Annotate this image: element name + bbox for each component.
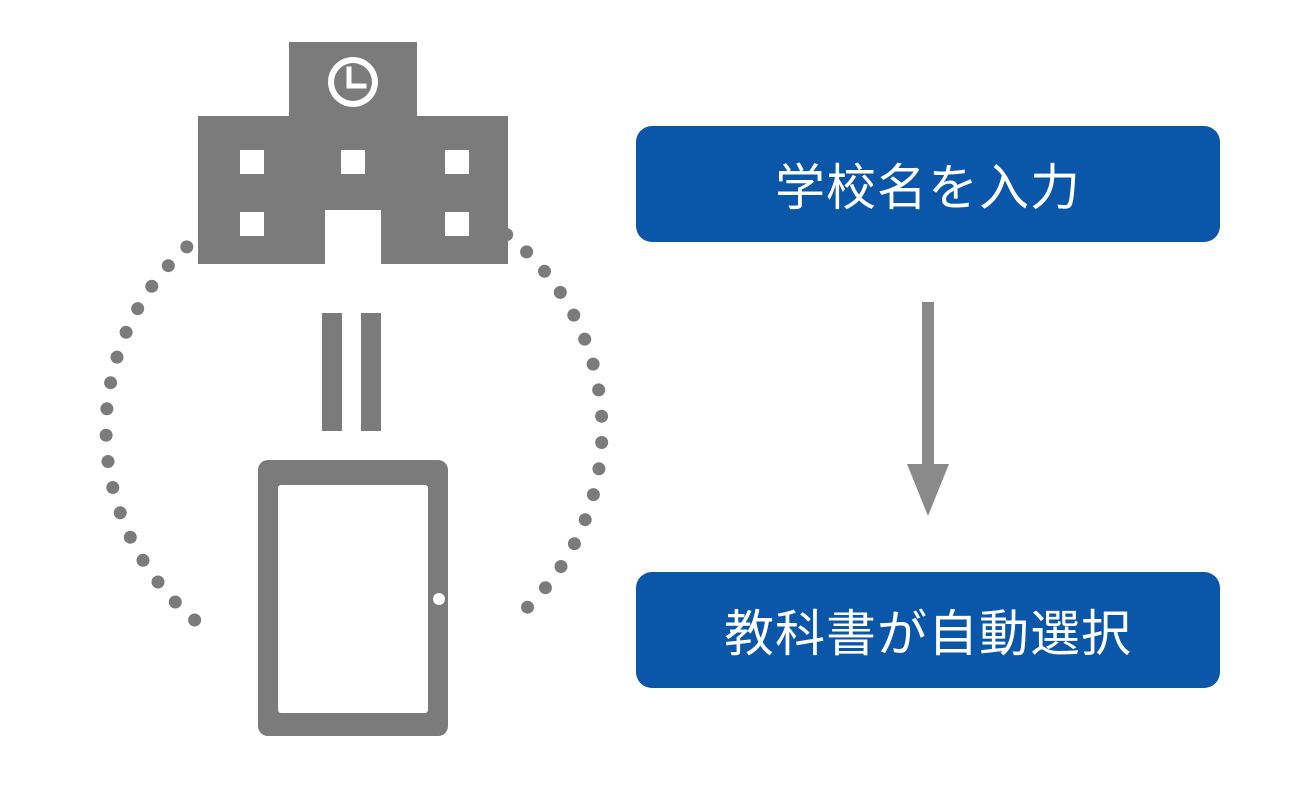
step-enter-school-name: 学校名を入力 [636, 126, 1220, 242]
school-building-icon [198, 42, 508, 266]
circle-dot [161, 259, 175, 273]
circle-dot [521, 600, 534, 614]
circle-dot [123, 530, 137, 544]
circle-dot [104, 376, 118, 390]
circle-dot [100, 402, 114, 416]
circle-dot [553, 285, 567, 299]
circle-dot [180, 240, 194, 254]
circle-dot [113, 506, 127, 520]
circle-dot [145, 279, 159, 293]
circle-dot [554, 560, 568, 573]
step-enter-school-name-label: 学校名を入力 [775, 159, 1081, 217]
clock-icon [328, 57, 378, 107]
circle-dot [595, 409, 609, 423]
circle-dot [168, 595, 182, 609]
circle-dot [188, 613, 202, 627]
circle-dot [567, 537, 581, 551]
circle-dot [578, 513, 592, 527]
dotted-circle [99, 228, 609, 627]
circle-dot [592, 383, 606, 397]
step-textbook-auto-select-label: 教科書が自動選択 [724, 605, 1132, 663]
circle-dot [567, 308, 581, 322]
tablet-icon [258, 460, 448, 736]
circle-dot [586, 488, 600, 502]
circle-dot [538, 581, 552, 595]
circle-dot [592, 462, 606, 476]
circle-dot [99, 428, 113, 442]
tablet-home-button [433, 593, 445, 605]
circle-dot [110, 350, 124, 364]
arrow-down-icon [907, 302, 949, 516]
step-textbook-auto-select: 教科書が自動選択 [636, 572, 1220, 688]
circle-dot [538, 264, 551, 278]
circle-dot [595, 436, 609, 449]
circle-dot [101, 455, 115, 468]
equals-icon [322, 313, 381, 431]
school-tablet-illustration [99, 42, 609, 736]
circle-dot [520, 245, 534, 259]
circle-dot [131, 302, 145, 316]
circle-dot [578, 332, 592, 346]
circle-dot [151, 575, 165, 589]
circle-dot [586, 357, 600, 371]
circle-dot [106, 481, 120, 494]
circle-dot [136, 553, 150, 567]
circle-dot [119, 325, 133, 339]
